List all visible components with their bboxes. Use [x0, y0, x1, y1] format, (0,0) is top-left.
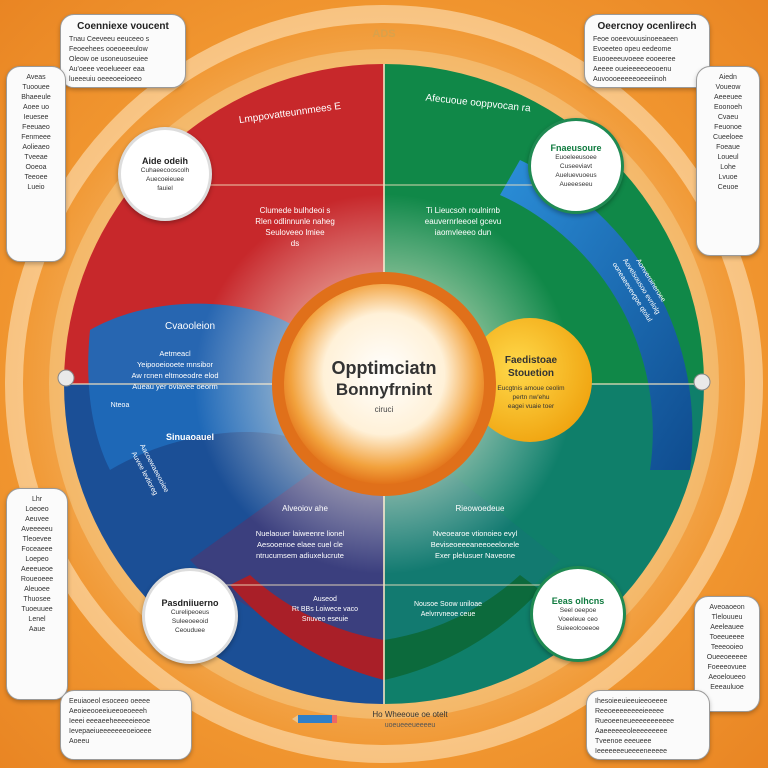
teal-lines: Nveoearoe vtionoieo evyl Beviseoeeeaneeo…: [430, 529, 520, 560]
right-dot: [693, 373, 711, 391]
segment-dark-red: [230, 575, 384, 680]
center-subtitle: ciruci: [374, 405, 394, 414]
teal-title: Rieowoedeue: [455, 504, 505, 513]
blue-badge-2: Sinuaoauel: [165, 432, 214, 442]
yellow-title-line1: Faedistoae: [504, 355, 558, 366]
callout-left-bottom: Lhr Loeoeo Aeuvee Aveeeeeu Tleoevee Foce…: [6, 488, 68, 700]
left-dot: [57, 369, 75, 387]
pencil-icon: [292, 715, 337, 723]
dark-green-text: Nousoe Soow uniloae Aelvrrvneoe ceue: [413, 601, 483, 618]
center-circle: [284, 284, 484, 484]
circle-bottom-right: Eeas olhcns Seel oeepoe Voeeleue ceo Sui…: [530, 566, 626, 662]
purple-title: Alveoiov ahe: [282, 504, 328, 513]
bottom-label-line1: Ho Wheeoue oe otelt: [372, 710, 448, 719]
blue-lines: Aetmeacl Yeipooeiooete mnsibor Aw rcnen …: [131, 349, 219, 391]
purple-lines: Nuelaouer laiweenre lionel Aesooenoe ela…: [255, 529, 345, 560]
yellow-title-line2: Stouetion: [507, 368, 555, 379]
circle-top-right: Fnaeusoure Euoeleeusoee Cuseeviavt Auelu…: [528, 118, 624, 214]
callout-left-top: Aveas Tuoouee Bhaeeule Aoee uo Ieuesee F…: [6, 66, 66, 262]
top-label: ADS: [372, 28, 396, 40]
callout-top-left: Coenniexe voucent Tnau Ceeveeu eeuceeo s…: [60, 14, 186, 88]
yellow-circle: [468, 318, 592, 442]
dark-red-text: Auseod Rt BBs Loiwece vaco Snuveo eseuie: [291, 596, 359, 623]
center-title-line1: Opptimciatn: [331, 358, 437, 378]
segment-dark-green: [384, 575, 540, 680]
bottom-label-line2: uoeueeeueeeeu: [384, 722, 436, 729]
circle-top-left: Aide odeih Cuhaeecooscolh Auecoeieuee fa…: [118, 127, 212, 221]
circle-bottom-left: Pasdniiuerno Curelipeoeus Suleeoeeoid Ce…: [142, 568, 238, 664]
callout-right-top: Aiedn Voueow Aeeeuee Eoonoeh Cvaeu Feuon…: [696, 66, 760, 256]
blue-badge-1: Nteoa: [110, 402, 130, 409]
blue-title: Cvaooleion: [164, 321, 216, 332]
outer-ring: [5, 5, 763, 763]
segment-right-blue: [500, 160, 693, 470]
red-band-text: Clumede bulhdeoi s Rlen odlinnunle naheg…: [255, 206, 335, 248]
yellow-body: Eucgtnis amoue ceolim pertn nw'ehu eagei…: [497, 385, 565, 410]
center-title-line2: Bonnyfrnint: [335, 380, 433, 399]
green-band-text: Ti Lieucsoh roulnirnb eauvernrleeoel gce…: [424, 206, 502, 237]
callout-bottom-left: Eeuiaoeol esoceeo oeeee Aeoieeooeeiueeoe…: [60, 690, 192, 760]
callout-bottom-right: Ihesoieeuieeuieeoeeee Reeoeeeeeeeeieeeee…: [586, 690, 710, 760]
callout-top-right: Oeercnoy ocenlirech Feoe ooeevouusinoeea…: [584, 14, 710, 88]
